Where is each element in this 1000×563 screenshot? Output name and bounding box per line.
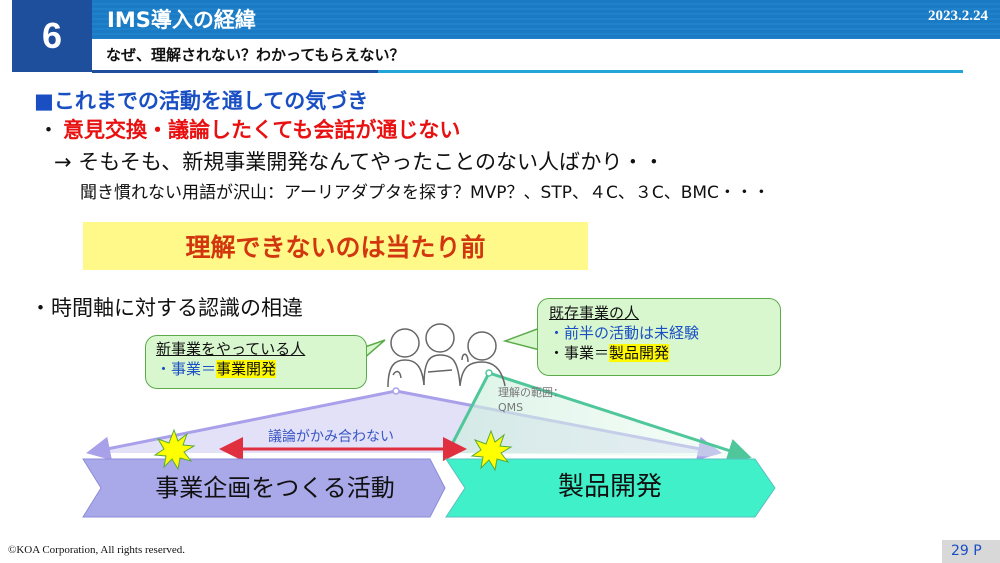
speech-bubble-new-business: 新事業をやっている人 ・事業＝事業開発 bbox=[145, 335, 367, 389]
qms-range-label: 理解の範囲： QMS bbox=[498, 385, 564, 415]
bubble-line-prefix: ・事業＝ bbox=[549, 344, 610, 362]
title-bar bbox=[92, 0, 1000, 39]
bullet-text: 意見交換・議論したくても会話が通じない bbox=[63, 118, 461, 142]
bullet-communication-issue: ・意見交換・議論したくても会話が通じない bbox=[38, 114, 460, 144]
qms-label-line-2: QMS bbox=[498, 401, 524, 414]
bubble-line-highlight: 製品開発 bbox=[609, 344, 670, 362]
chevron-business-planning-label: 事業企画をつくる活動 bbox=[155, 474, 395, 502]
chevron-product-development bbox=[445, 458, 776, 518]
section-heading: ■これまでの活動を通しての気づき bbox=[34, 89, 369, 113]
starburst-icon bbox=[153, 428, 196, 471]
page-number: 29 P bbox=[951, 543, 982, 559]
bubble-line-highlight: 事業開発 bbox=[216, 360, 277, 378]
callout-text: 理解できないのは当たり前 bbox=[185, 233, 486, 262]
disagreement-label: 議論がかみ合わない bbox=[268, 429, 394, 445]
slide-date: 2023.2.24 bbox=[928, 8, 988, 24]
subtitle-underline-dark bbox=[92, 70, 378, 73]
bullet-dot: ・ bbox=[38, 118, 59, 142]
subtitle-underline-light bbox=[378, 70, 963, 73]
callout-box: 理解できないのは当たり前 bbox=[83, 222, 588, 270]
bullet-time-axis: ・時間軸に対する認識の相違 bbox=[30, 292, 303, 322]
people-discussion-icon bbox=[387, 323, 506, 388]
slide-title: IMS導入の経緯 bbox=[107, 8, 256, 32]
page-number-box bbox=[942, 540, 1000, 563]
bullet-dot: ・ bbox=[30, 296, 51, 320]
chevron-product-development-label: 製品開発 bbox=[557, 472, 662, 502]
unfamiliar-terms-line: 聞き慣れない用語が沢山：アーリアダプタを探す？MVP？、STP、４C、３C、BM… bbox=[80, 183, 770, 203]
section-number-badge: 6 bbox=[12, 0, 92, 72]
slide-subtitle: なぜ、理解されない？わかってもらえない？ bbox=[106, 46, 405, 64]
bubble-line: ・事業＝事業開発 bbox=[156, 359, 356, 379]
starburst-icon bbox=[470, 429, 513, 472]
speech-bubble-existing-business: 既存事業の人 ・前半の活動は未経験 ・事業＝製品開発 bbox=[537, 298, 781, 376]
copyright-notice: ©KOA Corporation, All rights reserved. bbox=[8, 544, 185, 556]
bullet-text: 時間軸に対する認識の相違 bbox=[51, 296, 303, 320]
bubble-heading: 新事業をやっている人 bbox=[156, 340, 306, 358]
section-number: 6 bbox=[41, 15, 63, 56]
arrow-explanation: → そもそも、新規事業開発なんてやったことのない人ばかり・・ bbox=[54, 150, 665, 174]
bubble-tail-old bbox=[502, 326, 541, 351]
bubble-line-2: ・事業＝製品開発 bbox=[549, 343, 769, 363]
qms-label-line-1: 理解の範囲： bbox=[498, 386, 564, 399]
bubble-heading: 既存事業の人 bbox=[549, 304, 640, 322]
chevron-business-planning bbox=[82, 458, 446, 518]
bubble-line-prefix: ・事業＝ bbox=[156, 360, 217, 378]
bubble-line-1: ・前半の活動は未経験 bbox=[549, 324, 700, 342]
